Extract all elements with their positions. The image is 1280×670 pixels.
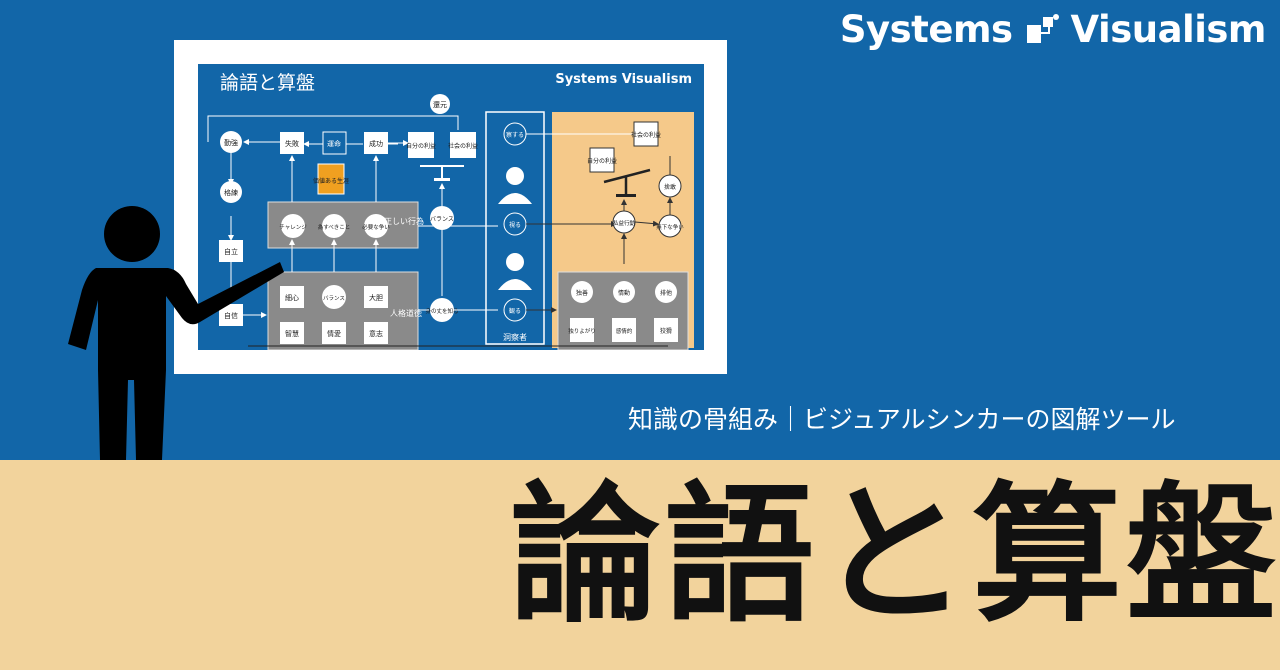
node-confidence-label: 自信: [224, 311, 238, 320]
brand-glyph-icon: [1023, 11, 1061, 49]
right-action-label: 正しい行為: [384, 216, 424, 226]
node-reckless-fight-label: 無下な争い: [656, 223, 684, 231]
node-social-interest: [450, 132, 476, 158]
node-social-interest2: [633, 121, 659, 147]
return-group: 還元 自分の利益 社会の利益 バランス: [406, 94, 478, 296]
brand-right: Visualism: [1070, 8, 1267, 51]
node-emotion: [613, 281, 635, 303]
node-know-self: [430, 298, 454, 322]
node-bold-label: 大胆: [369, 293, 383, 302]
diagram-title: 論語と算盤: [220, 72, 316, 94]
node-should-do-label: 為すべきこと: [318, 223, 351, 231]
selfish-group: 自分の利益 社会の利益 私益行動 捨敢 無下な争い: [587, 121, 684, 264]
node-necessary-fight: [364, 214, 388, 238]
node-will: [364, 322, 388, 344]
node-observe-label: 察する: [506, 131, 524, 139]
node-balance1-label: バランス: [430, 216, 454, 223]
right-action-row: チャレンジ 為すべきこと 必要な争い 正しい行為: [279, 214, 498, 238]
node-arrogance: [570, 318, 594, 342]
node-know-self-label: 身の丈を知る: [425, 307, 458, 315]
node-bold: [364, 286, 388, 308]
node-will-label: 意志: [369, 329, 383, 338]
node-dogmatic: [571, 281, 593, 303]
node-continue: [220, 181, 242, 203]
node-care-label: 細心: [285, 293, 299, 302]
node-success-label: 成功: [369, 139, 383, 148]
node-love: [322, 322, 346, 344]
node-arrogance-label: 独りよがり: [568, 327, 596, 335]
node-social-interest-label: 社会の利益: [448, 142, 478, 150]
node-exclusive: [655, 281, 677, 303]
node-love-label: 情愛: [327, 329, 341, 338]
diagram-board: 論語と算盤 Systems Visualism: [174, 40, 727, 374]
node-return: [430, 94, 450, 114]
node-view-label: 視る: [509, 221, 521, 229]
observer-label: 洞察者: [503, 332, 527, 342]
node-watch-label: 観る: [509, 307, 521, 315]
node-cunning: [654, 318, 678, 342]
node-emotional: [612, 318, 636, 342]
node-challenge-label: チャレンジ: [279, 224, 307, 231]
node-wisdom: [280, 322, 304, 344]
node-return-label: 還元: [433, 100, 447, 109]
node-social-interest2-label: 社会の利益: [631, 131, 661, 139]
node-failure: [280, 132, 304, 154]
node-necessary-fight-label: 必要な争い: [362, 223, 390, 231]
node-balance1: [430, 206, 454, 230]
node-effort: [220, 131, 242, 153]
main-title: 論語と算盤: [510, 469, 1280, 643]
character-row: 細心 バランス 大胆 智慧 情愛 意志 人格道徳 身の丈を知る: [280, 239, 498, 344]
node-selfish-action-label: 私益行動: [613, 219, 636, 227]
node-luck: [322, 131, 347, 155]
diagram-canvas: 論語と算盤 Systems Visualism: [198, 64, 704, 350]
node-self-interest-label: 自分の利益: [406, 142, 436, 150]
node-care: [280, 286, 304, 308]
node-cunning-label: 狡猾: [660, 327, 672, 335]
node-effort-label: 勤強: [224, 138, 238, 147]
node-emotion-label: 情動: [618, 289, 630, 297]
head-icon-bottom: [498, 253, 532, 290]
node-independence: [219, 240, 243, 262]
node-balance2-label: バランス: [323, 295, 345, 302]
node-emotional-label: 感情的: [616, 327, 633, 335]
character-label: 人格道徳: [390, 308, 422, 318]
node-challenge: [281, 214, 305, 238]
diagram-svg: 勤強 格練 自立 自信 失敗 運命 成功: [207, 94, 694, 350]
node-success: [364, 132, 388, 154]
node-exclusive-label: 排他: [660, 289, 672, 297]
node-self-interest2-label: 自分の利益: [587, 157, 617, 165]
head-icon-top: [498, 167, 532, 204]
node-balance2: [322, 285, 346, 309]
brand-logo: Systems Visualism: [839, 8, 1267, 51]
brand-left: Systems: [839, 8, 1013, 51]
negative-row: 独善 情動 排他 独りよがり 感情的 狡猾: [568, 281, 678, 342]
node-value-life-label: 価値ある生涯: [313, 177, 349, 185]
tagline: 知識の骨組み｜ビジュアルシンカーの図解ツール: [628, 405, 1176, 434]
node-bravado-label: 捨敢: [664, 183, 676, 191]
observer-panel: [485, 111, 545, 345]
node-continue-label: 格練: [224, 188, 238, 197]
node-independence-label: 自立: [224, 247, 238, 256]
observer-column: 察する 視る 観る 洞察者: [498, 122, 638, 342]
node-dogmatic-label: 独善: [576, 289, 588, 297]
node-value-life: [317, 163, 345, 195]
node-failure-label: 失敗: [285, 139, 299, 148]
presenter-icon: [68, 206, 284, 460]
node-wisdom-label: 智慧: [285, 329, 299, 338]
node-confidence: [219, 304, 243, 326]
node-self-interest2: [589, 147, 615, 173]
node-luck-label: 運命: [327, 139, 341, 148]
node-self-interest: [408, 132, 434, 158]
node-should-do: [322, 214, 346, 238]
top-row: 失敗 運命 成功 価値ある生涯: [207, 115, 459, 202]
diagram-brand: Systems Visualism: [555, 72, 692, 87]
left-column: 勤強 格練 自立 自信: [219, 131, 267, 326]
